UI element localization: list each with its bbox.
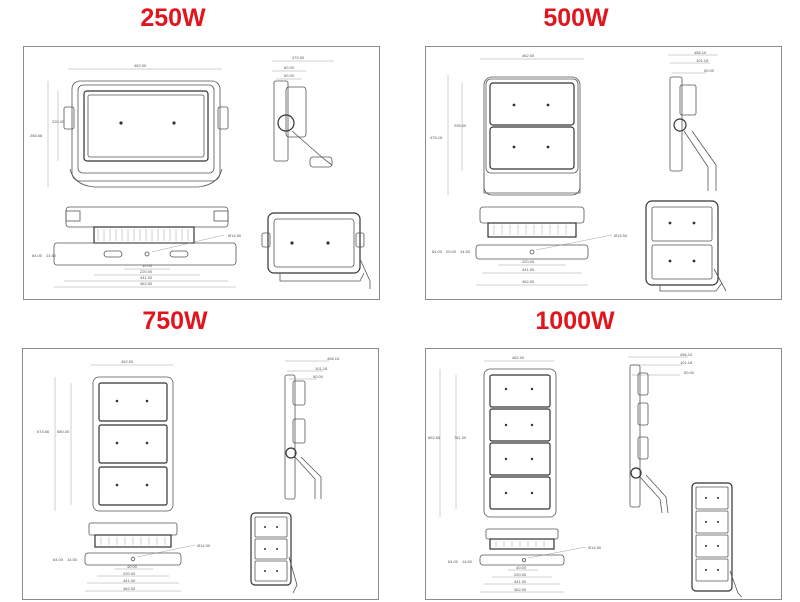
drawing-sheet-500w: 462.00 476.16 295.00 456.10 101.18 50.00: [425, 46, 782, 300]
panel-title-250w: 250W: [140, 4, 206, 32]
dim-base-c: 10.00: [142, 263, 153, 268]
dim-height-inner: 295.00: [454, 123, 467, 128]
dim-base-d: 220.00: [140, 269, 153, 274]
dim-side-a: 101.18: [696, 58, 709, 63]
drawing-sheet-1000w: 462.00 852.66 761.00 456.10 101.18 50.00: [425, 348, 782, 600]
dim-base-b: 14.50: [67, 557, 78, 562]
bottom-view: Ø14.50 64.00 14.50 40.00 220.00 441.00 4…: [448, 528, 602, 593]
dim-base-d: 220.00: [514, 572, 527, 577]
dim-side-b: 50.00: [284, 73, 295, 78]
dim-side-width: 470.00: [292, 55, 305, 60]
dim-height-inner: 220.00: [52, 119, 65, 124]
drawing-sheet-750w: 462.00 674.66 580.00 456.10 101.18 50.00: [22, 348, 379, 600]
dim-height-inner: 580.00: [57, 429, 70, 434]
side-view: 456.10 101.18 50.00: [284, 356, 340, 500]
dim-base-b: 14.50: [46, 253, 57, 258]
panel-title-500w: 500W: [543, 4, 609, 32]
dim-base-a: 64.00: [448, 559, 459, 564]
dim-side-b: 50.00: [684, 370, 695, 375]
perspective-view: [261, 212, 371, 289]
dim-base-a: 64.00: [32, 253, 43, 258]
dim-base-b: 14.50: [462, 559, 473, 564]
dim-side-width: 456.10: [694, 50, 707, 55]
drawing-sheet-250w: 462.00 266.66 220.00 470.00 60.00 50.00: [23, 46, 380, 300]
dim-base-e: 441.00: [123, 578, 136, 583]
dim-total-width: 462.00: [512, 355, 525, 360]
dim-base-a: 64.00: [53, 557, 64, 562]
panel-title-1000w: 1000W: [535, 307, 615, 335]
dim-base-c: 40.00: [127, 564, 138, 569]
dim-side-a: 101.18: [315, 366, 328, 371]
front-view: 462.00 674.66 580.00: [37, 359, 174, 512]
dim-base-f: 462.00: [514, 587, 527, 592]
dim-base-f: 462.00: [123, 586, 136, 591]
panel-title-750w: 750W: [142, 307, 208, 335]
dim-base-d: 220.00: [123, 571, 136, 576]
dim-height-inner: 761.00: [454, 435, 467, 440]
dim-base-e: 441.00: [522, 267, 535, 272]
side-view: 470.00 60.00 50.00: [272, 55, 334, 168]
dim-base-e: 441.00: [514, 579, 527, 584]
dim-hole: Ø14.50: [197, 543, 211, 548]
dim-base-f: 462.00: [140, 281, 153, 286]
dim-height-outer: 266.66: [30, 133, 43, 138]
front-view: 462.00 266.66 220.00: [30, 63, 229, 188]
front-view: 462.00 852.66 761.00: [428, 355, 557, 518]
dim-side-a: 101.18: [680, 360, 693, 365]
dim-height-outer: 476.16: [430, 135, 443, 140]
dim-height-outer: 852.66: [428, 435, 441, 440]
side-view: 456.10 101.18 50.00: [628, 352, 695, 514]
bottom-view: Ø14.50 64.00 14.50 40.00 220.00 441.00 4…: [53, 522, 211, 592]
dim-hole: Ø14.50: [614, 233, 628, 238]
dim-total-width: 462.00: [134, 63, 147, 68]
bottom-view: Ø14.50 64.00 14.50 10.00 220.00 441.00 4…: [32, 206, 242, 288]
dim-base-c: 40.00: [516, 565, 527, 570]
dim-base-b: 29.00: [446, 249, 457, 254]
perspective-view: [645, 200, 727, 292]
dim-total-width: 462.00: [121, 359, 134, 364]
dim-base-e: 441.00: [140, 275, 153, 280]
dim-base-a: 64.00: [432, 249, 443, 254]
bottom-view: Ø14.50 64.00 29.00 14.50 220.00 441.00 4…: [432, 206, 628, 286]
perspective-view: [250, 512, 298, 594]
dim-side-b: 50.00: [704, 68, 715, 73]
front-view: 462.00 476.16 295.00: [430, 53, 584, 196]
dim-base-c: 14.50: [460, 249, 471, 254]
dim-base-d: 220.00: [522, 259, 535, 264]
dim-total-width: 462.00: [522, 53, 535, 58]
dim-side-width: 456.10: [327, 356, 340, 361]
dim-base-f: 462.00: [522, 279, 535, 284]
dim-hole: Ø14.50: [588, 545, 602, 550]
dim-side-width: 456.10: [680, 352, 693, 357]
dim-height-outer: 674.66: [37, 429, 50, 434]
perspective-view: [691, 482, 743, 598]
dim-side-a: 60.00: [284, 65, 295, 70]
side-view: 456.10 101.18 50.00: [668, 50, 718, 191]
dim-side-b: 50.00: [313, 374, 324, 379]
dim-hole: Ø14.50: [228, 233, 242, 238]
